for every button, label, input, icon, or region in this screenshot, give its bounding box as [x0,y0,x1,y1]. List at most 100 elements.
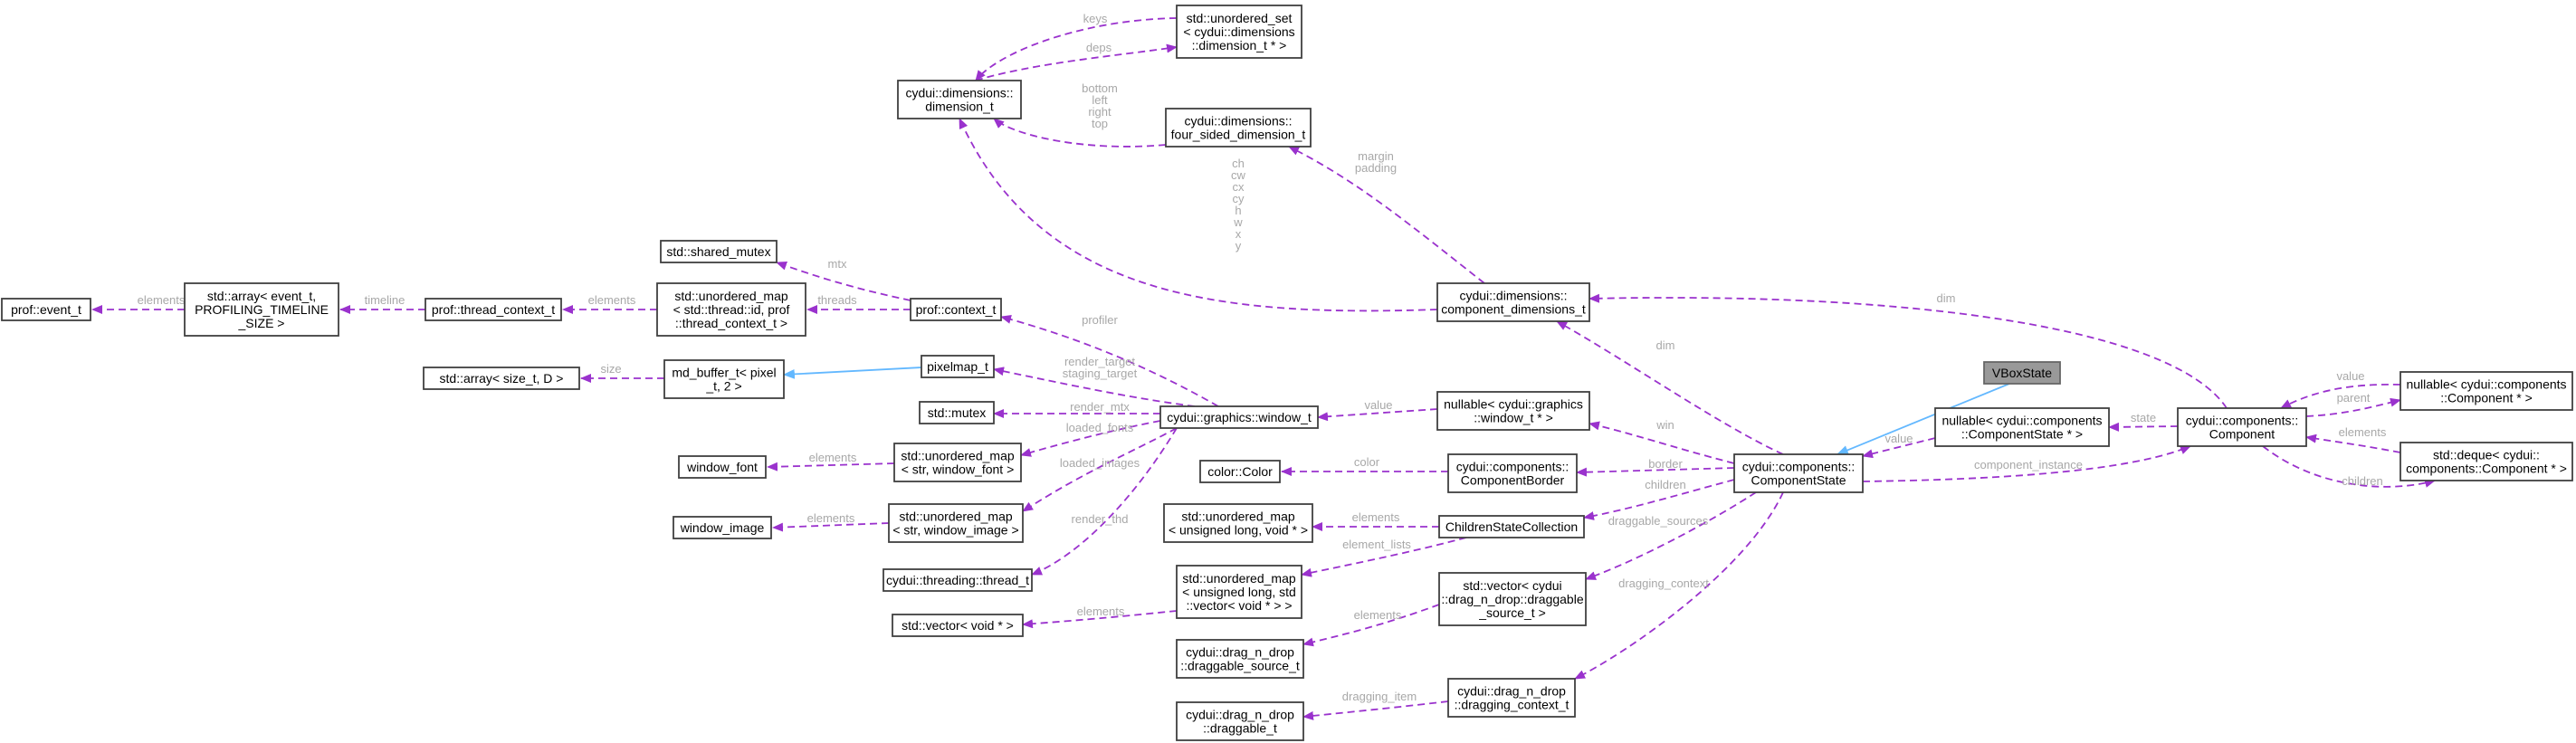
class-name-line: ::window_t * > [1474,411,1553,425]
class-node-pixelmap[interactable]: pixelmap_t [921,355,995,378]
edge-label: border [1648,457,1683,471]
class-name-line: nullable< cydui::components [1942,414,2102,428]
edge-label: loaded_images [1060,456,1140,470]
class-node-deque-component[interactable]: std::deque< cydui::components::Component… [2399,442,2573,481]
edge-label: win [1655,418,1674,432]
edge-label: render_thd [1072,512,1129,526]
class-node-draggable-source[interactable]: cydui::drag_n_drop::draggable_source_t [1176,639,1304,679]
class-node-prof-event-t[interactable]: prof::event_t [1,298,91,321]
class-name-line: prof::thread_context_t [432,302,555,317]
class-box [1199,460,1281,483]
edge-label: elements [809,451,857,464]
class-node-draggable-t[interactable]: cydui::drag_n_drop::draggable_t [1176,701,1304,741]
class-box [1159,405,1319,429]
class-name-line: std::vector< cydui [1463,578,1561,593]
edge-label: color [1354,455,1380,469]
class-box [1934,407,2110,447]
class-node-md-buffer[interactable]: md_buffer_t< pixel_t, 2 > [663,359,785,399]
edge-label: threads [817,293,857,307]
class-node-std-array-size[interactable]: std::array< size_t, D > [423,367,580,390]
class-node-uset-dimension[interactable]: std::unordered_set< cydui::dimensions::d… [1176,5,1302,59]
class-name-line: ComponentState [1751,473,1846,488]
class-node-vector-draggable-source[interactable]: std::vector< cydui::drag_n_drop::draggab… [1438,572,1587,626]
class-box [892,614,1024,637]
class-box [1176,701,1304,741]
class-box [673,516,772,539]
class-box [1,298,91,321]
edge-label: value [2336,369,2364,383]
edge-label: element_lists [1342,538,1411,551]
class-node-std-shared-mutex[interactable]: std::shared_mutex [660,240,778,263]
class-name-line: cydui::drag_n_drop [1186,645,1294,660]
class-node-component-state[interactable]: cydui::components::ComponentState [1733,453,1864,493]
class-node-window-image[interactable]: window_image [673,516,772,539]
class-node-window-t[interactable]: cydui::graphics::window_t [1159,405,1319,429]
class-name-line: prof::context_t [916,302,997,317]
class-box [1176,565,1302,619]
class-node-umap-window-image[interactable]: std::unordered_map< str, window_image > [888,503,1024,543]
class-node-component-border[interactable]: cydui::components::ComponentBorder [1447,453,1578,493]
class-node-color[interactable]: color::Color [1199,460,1281,483]
usage-edge [993,367,1196,407]
class-name-line: std::unordered_map [901,449,1015,463]
edge-label: value [1884,432,1913,445]
class-node-component-dimensions[interactable]: cydui::dimensions::component_dimensions_… [1436,282,1590,322]
edge-label: loaded_fonts [1066,421,1134,434]
class-node-nullable-window[interactable]: nullable< cydui::graphics::window_t * > [1436,391,1590,431]
class-name-line: cydui::graphics::window_t [1167,410,1312,424]
class-box [893,443,1022,482]
inheritance-edge [782,367,922,379]
class-node-umap-ulong-void[interactable]: std::unordered_map< unsigned long, void … [1163,503,1313,543]
class-node-std-array-event[interactable]: std::array< event_t,PROFILING_TIMELINE_S… [184,282,339,337]
class-name-line: < str, window_font > [902,462,1015,477]
class-node-nullable-component-state[interactable]: nullable< cydui::components::ComponentSt… [1934,407,2110,447]
usage-edge [2305,397,2401,417]
class-name-line: window_image [680,520,765,535]
class-node-prof-context[interactable]: prof::context_t [910,298,1002,321]
class-box [1438,515,1585,538]
usage-edge [1862,445,2191,482]
class-node-dimension-t[interactable]: cydui::dimensions::dimension_t [897,80,1022,119]
class-node-vector-void[interactable]: std::vector< void * > [892,614,1024,637]
usage-edge [2262,445,2436,488]
class-box [1163,503,1313,543]
class-name-line: _SIZE > [238,316,285,330]
class-node-std-mutex[interactable]: std::mutex [919,401,995,424]
class-name-line: dimension_t [925,100,994,114]
class-node-children-state-collection[interactable]: ChildrenStateCollection [1438,515,1585,538]
usage-edge [1022,610,1178,629]
usage-edge [2108,422,2179,432]
class-node-umap-thread-id[interactable]: std::unordered_map< std::thread::id, pro… [656,282,806,337]
class-name-line: ::draggable_source_t [1180,659,1300,673]
edge-label: timeline [365,293,405,307]
class-node-thread-t[interactable]: cydui::threading::thread_t [883,568,1033,592]
class-box [1733,453,1864,493]
class-node-nullable-component[interactable]: nullable< cydui::components::Component *… [2399,371,2573,411]
class-node-dragging-context[interactable]: cydui::drag_n_drop::dragging_context_t [1447,678,1576,718]
class-node-window-font[interactable]: window_font [678,455,767,479]
class-node-vboxstate[interactable]: VBoxState [1983,361,2061,385]
usage-edge [776,261,911,301]
class-box [1436,391,1590,431]
edge-label: parent [2337,391,2371,405]
class-name-line: ::vector< void * > > [1186,598,1292,613]
class-name-line: ::drag_n_drop::draggable [1441,592,1583,606]
class-name-line: ::Component * > [2440,391,2533,405]
usage-edge [993,118,1167,148]
class-name-line: window_font [686,460,758,474]
class-box [1983,361,2061,385]
class-node-umap-ulong-vector[interactable]: std::unordered_map< unsigned long, std::… [1176,565,1302,619]
class-name-line: < cydui::dimensions [1183,24,1294,39]
usage-edge [1589,293,2228,409]
class-box [2399,442,2573,481]
usage-edge [1031,427,1178,576]
class-node-prof-thread-context[interactable]: prof::thread_context_t [425,298,562,321]
class-node-umap-window-font[interactable]: std::unordered_map< str, window_font > [893,443,1022,482]
usage-edge [2305,433,2401,453]
class-name-line: std::array< event_t, [207,289,316,303]
class-node-component[interactable]: cydui::components::Component [2177,407,2307,447]
edge-label: top [1092,117,1108,130]
class-node-four-sided[interactable]: cydui::dimensions::four_sided_dimension_… [1165,108,1312,148]
